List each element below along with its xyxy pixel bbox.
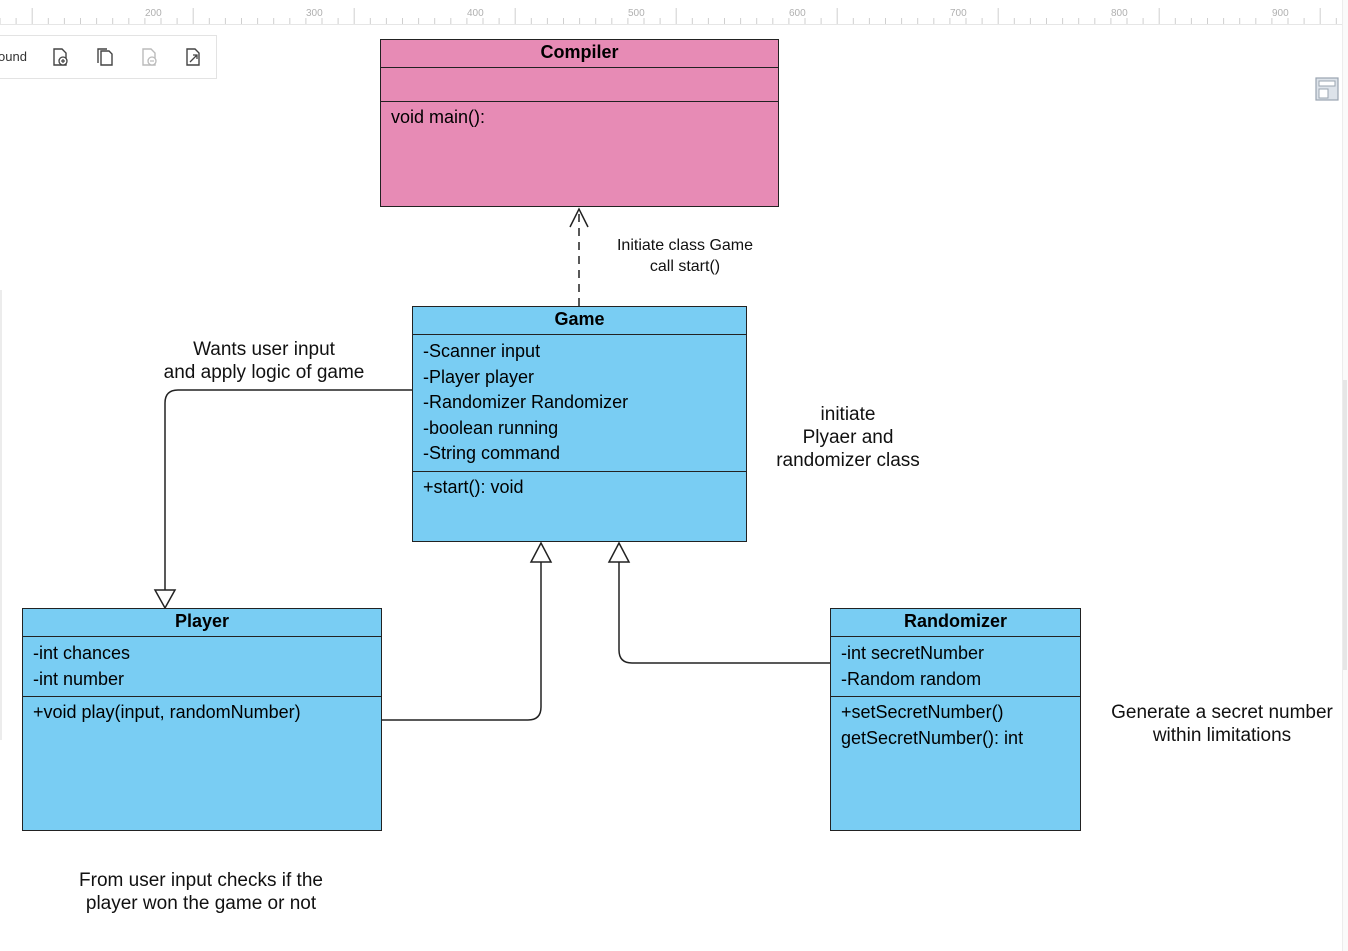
ruler-label: 500 bbox=[628, 8, 645, 19]
ruler-label: 200 bbox=[145, 8, 162, 19]
generalization-randomizer-game[interactable] bbox=[607, 541, 830, 664]
class-compiler[interactable]: Compiler void main(): bbox=[380, 39, 779, 207]
ruler-label: 300 bbox=[306, 8, 323, 19]
note-player-check[interactable]: From user input checks if the player won… bbox=[79, 870, 323, 914]
class-attributes: -int chances -int number bbox=[23, 637, 381, 697]
attribute: -int secretNumber bbox=[841, 643, 985, 663]
attribute: -int number bbox=[33, 668, 125, 689]
method: +void play(input, randomNumber) bbox=[33, 702, 301, 722]
class-randomizer[interactable]: Randomizer -int secretNumber -Random ran… bbox=[830, 608, 1081, 831]
attribute: -Random random bbox=[841, 668, 982, 689]
ruler-label: 400 bbox=[467, 8, 484, 19]
class-attributes bbox=[381, 68, 778, 102]
page-add-icon[interactable] bbox=[49, 46, 71, 68]
ruler-label: 600 bbox=[789, 8, 806, 19]
class-methods: +start(): void bbox=[413, 472, 746, 504]
attribute: -Randomizer Randomizer bbox=[423, 392, 629, 412]
attribute: -int chances bbox=[33, 643, 131, 663]
class-attributes: -int secretNumber -Random random bbox=[831, 637, 1080, 697]
horizontal-ruler: 200 300 400 500 600 700 800 900 bbox=[0, 0, 1348, 25]
page-remove-icon[interactable] bbox=[138, 46, 160, 68]
class-name: Randomizer bbox=[831, 609, 1080, 637]
page-copy-icon[interactable] bbox=[94, 46, 116, 68]
method: void main(): bbox=[391, 107, 486, 127]
note-initiate-game[interactable]: Initiate class Game call start() bbox=[616, 237, 754, 275]
ruler-ticks bbox=[0, 8, 1337, 24]
format-panel-icon[interactable] bbox=[1313, 75, 1341, 103]
left-panel-edge bbox=[0, 290, 2, 740]
ruler-label: 900 bbox=[1272, 8, 1289, 19]
dependency-game-compiler[interactable] bbox=[569, 207, 589, 306]
class-attributes: -Scanner input -Player player -Randomize… bbox=[413, 335, 746, 472]
page-resize-icon[interactable] bbox=[182, 46, 204, 68]
class-methods: +setSecretNumber() getSecretNumber(): in… bbox=[831, 697, 1080, 754]
attribute: -boolean running bbox=[423, 417, 559, 438]
generalization-game-player[interactable] bbox=[153, 389, 412, 610]
note-secret-number[interactable]: Generate a secret number within limitati… bbox=[1111, 702, 1333, 746]
ruler-label: 800 bbox=[1111, 8, 1128, 19]
scrollbar-thumb[interactable] bbox=[1343, 380, 1347, 670]
attribute: -String command bbox=[423, 443, 561, 463]
method: +start(): void bbox=[423, 477, 524, 497]
attribute: -Scanner input bbox=[423, 341, 541, 361]
class-name: Game bbox=[413, 307, 746, 335]
method: +setSecretNumber() bbox=[841, 702, 1004, 722]
class-name: Compiler bbox=[381, 40, 778, 68]
class-name: Player bbox=[23, 609, 381, 637]
attribute: -Player player bbox=[423, 366, 535, 387]
generalization-player-game[interactable] bbox=[382, 541, 553, 721]
class-methods: void main(): bbox=[381, 102, 778, 134]
ruler-label: 700 bbox=[950, 8, 967, 19]
class-player[interactable]: Player -int chances -int number +void pl… bbox=[22, 608, 382, 831]
background-label[interactable]: ound bbox=[0, 49, 27, 64]
class-game[interactable]: Game -Scanner input -Player player -Rand… bbox=[412, 306, 747, 542]
note-initiate-classes[interactable]: initiate Plyaer and randomizer class bbox=[776, 404, 920, 471]
class-methods: +void play(input, randomNumber) bbox=[23, 697, 381, 729]
note-user-input[interactable]: Wants user input and apply logic of game bbox=[163, 339, 365, 383]
method: getSecretNumber(): int bbox=[841, 727, 1024, 748]
page-toolbar: ound bbox=[0, 35, 217, 79]
